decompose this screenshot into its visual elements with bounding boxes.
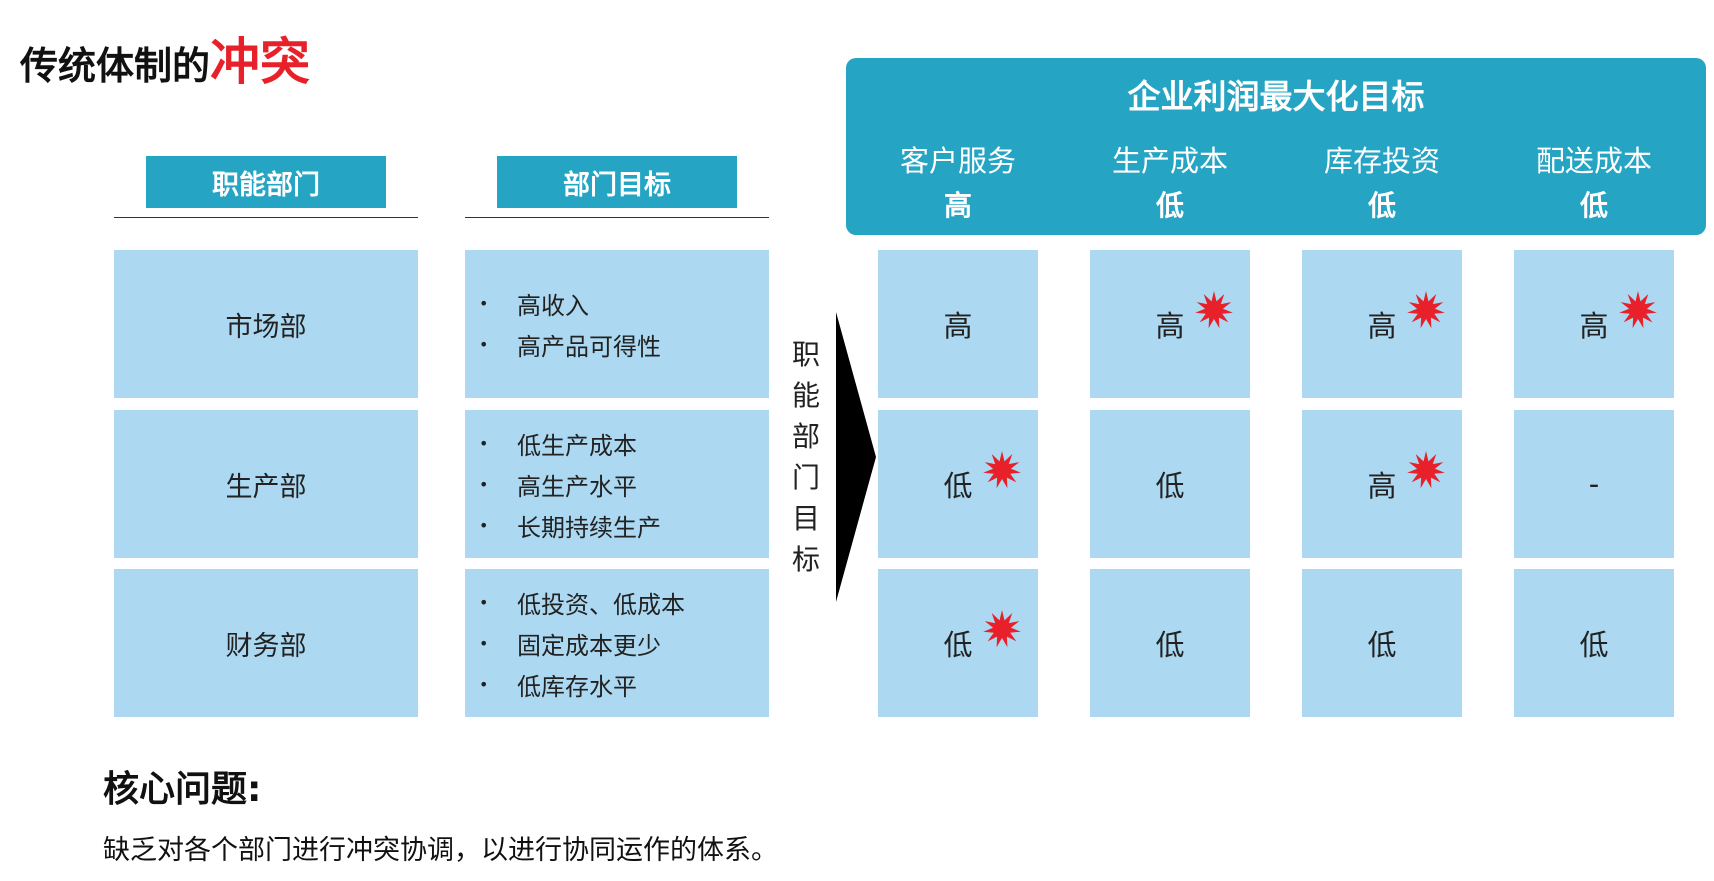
- dept-cell-production: 生产部: [114, 410, 418, 558]
- column-name: 生产成本: [1111, 144, 1228, 178]
- bullet-icon: •: [479, 633, 489, 653]
- goal-text: 高收入: [517, 292, 589, 320]
- header-dept: 职能部门: [146, 156, 386, 208]
- title-highlight: 冲突: [210, 33, 311, 91]
- matrix-cell-value: 低: [1155, 469, 1185, 503]
- page-title: 传统体制的冲突: [20, 22, 310, 94]
- goal-item: • 高生产水平: [479, 464, 769, 505]
- goal-text: 长期持续生产: [517, 513, 661, 542]
- matrix-cell-value: 高: [943, 309, 973, 343]
- goal-text: 高生产水平: [517, 472, 637, 501]
- matrix-cell: 低: [1302, 569, 1462, 717]
- matrix-cell-value: 高: [1579, 309, 1609, 343]
- goal-text: 固定成本更少: [517, 631, 661, 660]
- conflict-burst-icon: [1619, 291, 1657, 329]
- dept-cell-finance: 财务部: [114, 569, 418, 717]
- goal-text: 低库存水平: [517, 672, 637, 701]
- goals-production: • 低生产成本 • 高生产水平 • 长期持续生产: [465, 410, 769, 558]
- column-header: 生产成本低: [1090, 138, 1250, 228]
- matrix-cell-value: -: [1588, 467, 1600, 501]
- column-level: 高: [943, 189, 972, 222]
- arrow-label-char: 标: [791, 543, 820, 576]
- matrix-cell: 低: [1090, 569, 1250, 717]
- matrix-cell: 高: [1302, 250, 1462, 398]
- header-dept-divider: [114, 217, 418, 218]
- goal-item: • 低投资、低成本: [479, 582, 769, 623]
- core-issue-text: 缺乏对各个部门进行冲突协调，以进行协同运作的体系。: [103, 835, 778, 866]
- dept-name: 市场部: [225, 311, 307, 343]
- arrow-label-char: 职: [791, 338, 820, 371]
- dept-name: 财务部: [225, 630, 307, 662]
- goal-item: • 低库存水平: [479, 664, 769, 705]
- column-level: 低: [1579, 189, 1608, 222]
- matrix-cell: 低: [1090, 410, 1250, 558]
- matrix-cell: 低: [878, 410, 1038, 558]
- column-level: 低: [1367, 189, 1396, 222]
- column-name: 客户服务: [899, 144, 1016, 178]
- matrix-cell: 低: [878, 569, 1038, 717]
- conflict-burst-icon: [1407, 291, 1445, 329]
- header-goal-divider: [465, 217, 769, 218]
- dept-cell-marketing: 市场部: [114, 250, 418, 398]
- goal-text: 低生产成本: [517, 431, 637, 460]
- matrix-cell-value: 高: [1367, 309, 1397, 343]
- matrix-cell-value: 低: [943, 469, 973, 503]
- bullet-icon: •: [479, 515, 489, 535]
- column-name: 配送成本: [1535, 144, 1652, 178]
- arrow-label-char: 能: [791, 379, 820, 412]
- goal-item: • 高产品可得性: [479, 324, 769, 365]
- matrix-cell-value: 低: [1367, 628, 1397, 662]
- bullet-icon: •: [479, 674, 489, 694]
- matrix-cell-value: 高: [1155, 309, 1185, 343]
- column-header: 库存投资低: [1302, 138, 1462, 228]
- arrow-label-char: 目: [791, 502, 820, 535]
- bullet-icon: •: [479, 294, 489, 313]
- header-goal: 部门目标: [497, 156, 737, 208]
- column-header: 客户服务高: [878, 138, 1038, 228]
- dept-name: 生产部: [225, 471, 307, 503]
- conflict-burst-icon: [1407, 451, 1445, 489]
- arrow-label-char: 门: [791, 461, 820, 494]
- column-level: 低: [1155, 189, 1184, 222]
- column-name: 库存投资: [1323, 144, 1440, 178]
- arrow-right-icon: [836, 312, 876, 602]
- bullet-icon: •: [479, 433, 489, 453]
- conflict-burst-icon: [1195, 291, 1233, 329]
- goal-item: • 低生产成本: [479, 423, 769, 464]
- goal-item: • 固定成本更少: [479, 623, 769, 664]
- bullet-icon: •: [479, 474, 489, 494]
- goal-text: 高产品可得性: [517, 333, 661, 361]
- matrix-cell: 高: [1090, 250, 1250, 398]
- matrix-cell: 高: [1302, 410, 1462, 558]
- conflict-burst-icon: [983, 610, 1021, 648]
- goals-marketing: • 高收入 • 高产品可得性: [465, 250, 769, 398]
- matrix-cell: 高: [1514, 250, 1674, 398]
- bullet-icon: •: [479, 592, 489, 612]
- goals-finance: • 低投资、低成本 • 固定成本更少 • 低库存水平: [465, 569, 769, 717]
- arrow-label-char: 部: [791, 420, 820, 453]
- goal-item: • 高收入: [479, 283, 769, 324]
- bullet-icon: •: [479, 335, 489, 354]
- matrix-cell: 低: [1514, 569, 1674, 717]
- column-header: 配送成本低: [1514, 138, 1674, 228]
- matrix-cell-value: 低: [943, 628, 973, 662]
- matrix-cell: -: [1514, 410, 1674, 558]
- goal-item: • 长期持续生产: [479, 505, 769, 546]
- title-main: 传统体制的: [20, 44, 211, 88]
- conflict-burst-icon: [983, 451, 1021, 489]
- core-issue-label: 核心问题:: [103, 769, 262, 810]
- goal-text: 低投资、低成本: [517, 590, 685, 619]
- matrix-cell-value: 低: [1579, 628, 1609, 662]
- enterprise-goal-header: 企业利润最大化目标 客户服务高 生产成本低 库存投资低 配送成本低: [846, 58, 1706, 235]
- matrix-cell: 高: [878, 250, 1038, 398]
- matrix-cell-value: 高: [1367, 469, 1397, 503]
- matrix-cell-value: 低: [1155, 628, 1185, 662]
- enterprise-title: 企业利润最大化目标: [1127, 77, 1425, 116]
- arrow-label: 职 能 部 门 目 标: [786, 334, 826, 580]
